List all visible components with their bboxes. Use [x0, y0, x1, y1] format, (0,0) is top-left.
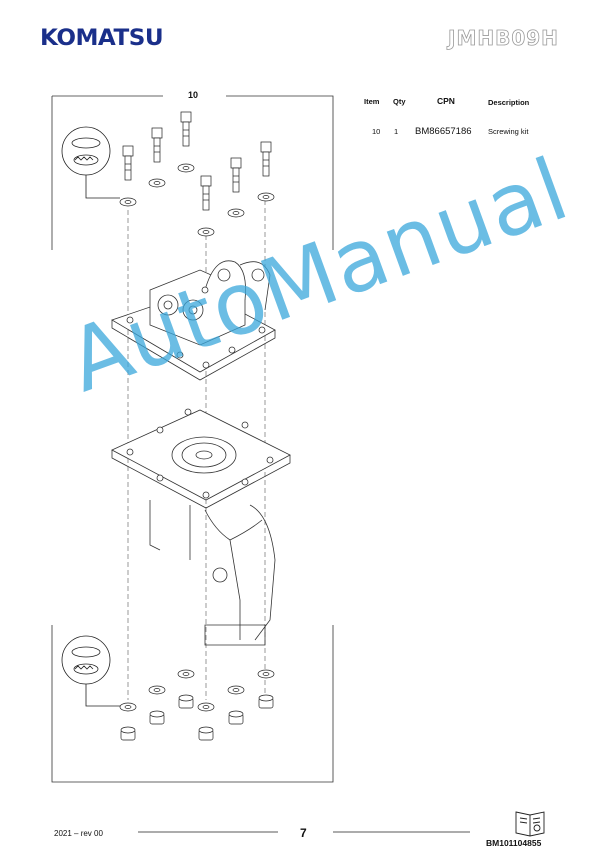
brand-logo: KOMATSU [40, 26, 164, 51]
washers-lower [119, 669, 275, 712]
row-qty: 1 [394, 127, 399, 136]
bolts-upper [122, 111, 272, 211]
row-description: Screwing kit [488, 127, 529, 136]
bearing-disc-upper [61, 126, 120, 199]
parts-table: Item Qty CPN Description 10 1 BM86657186… [364, 96, 564, 147]
document-code: BM101104855 [486, 838, 542, 848]
page-number: 7 [300, 826, 307, 840]
col-header-description: Description [488, 98, 530, 107]
mounting-plate-upper [111, 260, 276, 381]
washers-upper [119, 163, 275, 237]
bearing-disc-lower [61, 635, 120, 707]
footer-date-rev: 2021 – rev 00 [54, 829, 103, 838]
manual-book-icon [515, 811, 545, 837]
row-item: 10 [372, 127, 381, 136]
row-cpn: BM86657186 [415, 126, 472, 137]
swivel-plate [111, 408, 291, 646]
nuts-lower [120, 694, 274, 741]
diagram-callout-10: 10 [188, 90, 199, 100]
model-code: JMHB09H [448, 26, 559, 51]
col-header-item: Item [364, 97, 380, 106]
col-header-cpn: CPN [437, 96, 455, 106]
col-header-qty: Qty [393, 97, 406, 106]
